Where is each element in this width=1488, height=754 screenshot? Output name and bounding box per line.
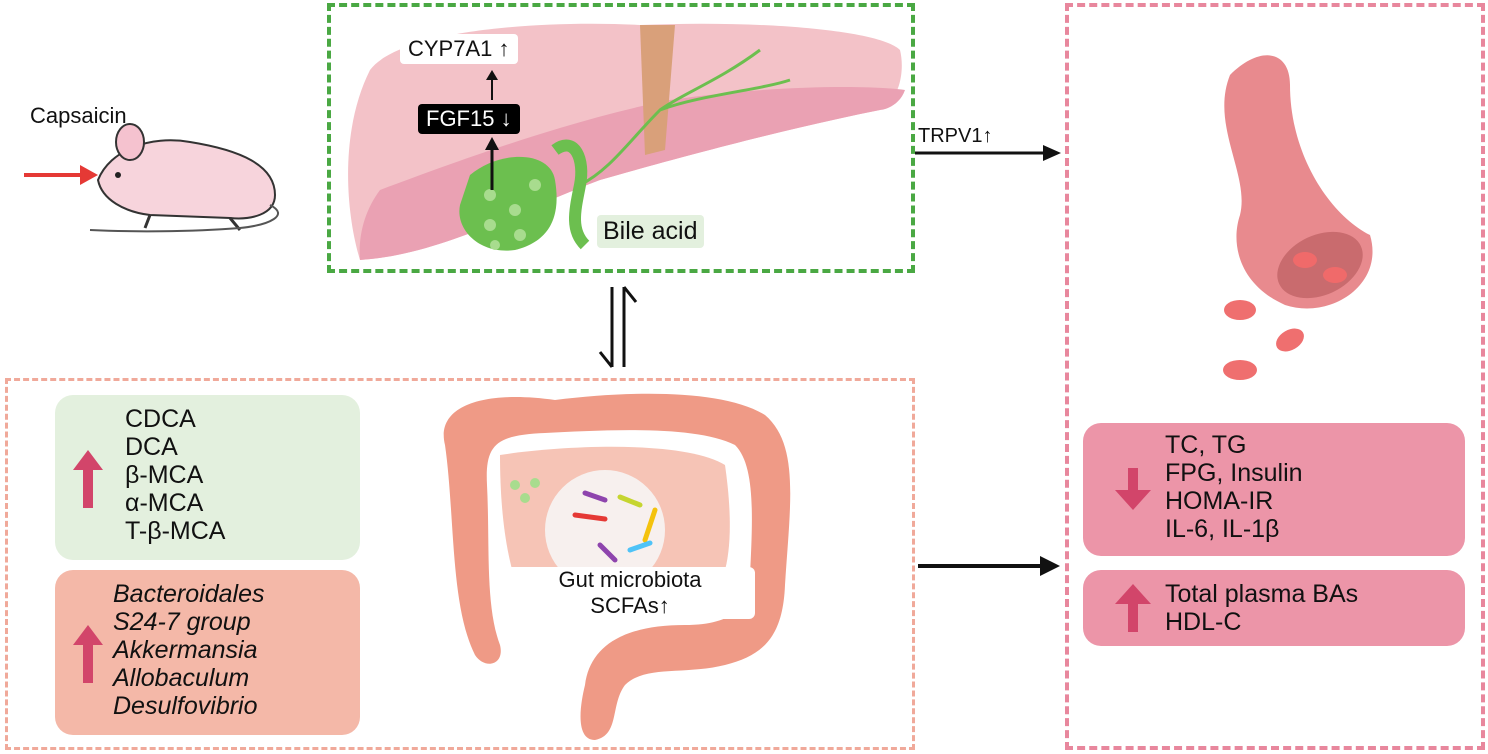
bile-acids-panel: CDCA DCA β-MCA α-MCA T-β-MCA [55,395,360,560]
increased-markers-panel: Total plasma BAs HDL-C [1083,570,1465,646]
bile-acid-item: DCA [125,433,178,461]
red-arrow-icon [24,165,98,185]
decreased-markers-panel: TC, TG FPG, Insulin HOMA-IR IL-6, IL-1β [1083,423,1465,556]
bacteria-item: Allobaculum [113,664,250,692]
up-arrow-icon [1115,584,1151,632]
right-arrow-icon [915,145,1061,161]
up-arrow-icon [73,450,103,508]
scfas-label: SCFAs↑ [505,593,755,619]
marker-item: IL-6, IL-1β [1165,515,1280,543]
bile-acid-item: T-β-MCA [125,517,226,545]
blood-box [1065,3,1485,750]
gut-box [5,378,915,750]
right-arrow-icon [918,556,1060,576]
blood-vessel-illustration [1223,55,1373,380]
down-arrow-icon: ↓ [500,106,512,131]
bile-acid-label: Bile acid [597,215,704,248]
capsaicin-label: Capsaicin [30,103,127,128]
trpv1-label: TRPV1↑ [918,125,992,148]
mouse-icon [89,123,279,233]
bacteria-item: Bacteroidales [113,580,265,608]
down-arrow-icon [1115,468,1151,510]
bacteria-panel: Bacteroidales S24-7 group Akkermansia Al… [55,570,360,735]
gut-label: Gut microbiota SCFAs↑ [505,567,755,619]
up-arrow-icon: ↑ [498,36,510,61]
marker-item: HOMA-IR [1165,487,1274,515]
trpv1-text: TRPV1 [918,125,983,147]
up-arrow-icon [73,625,103,683]
liver-illustration [348,23,905,261]
scfas-text: SCFAs [590,593,659,618]
bacteria-item: Desulfovibrio [113,692,258,720]
up-arrow-icon: ↑ [982,125,993,147]
intestine-illustration [443,393,791,740]
bile-acid-item: β-MCA [125,461,204,489]
marker-item: FPG, Insulin [1165,459,1303,487]
liver-box [327,3,915,273]
bile-acid-item: CDCA [125,405,196,433]
gut-microbiota-text: Gut microbiota [558,567,702,592]
bidirectional-arrow-icon [598,286,638,368]
fgf15-label: FGF15 ↓ [418,104,520,134]
bacteria-item: S24-7 group [113,608,251,636]
cyp7a1-text: CYP7A1 [408,36,493,61]
marker-item: HDL-C [1165,608,1242,636]
marker-item: TC, TG [1165,431,1247,459]
fgf15-text: FGF15 [426,106,495,131]
up-arrow-icon: ↑ [658,593,670,618]
bile-acid-item: α-MCA [125,489,204,517]
cyp7a1-label: CYP7A1 ↑ [400,34,518,64]
marker-item: Total plasma BAs [1165,580,1359,608]
bacteria-item: Akkermansia [113,636,258,664]
